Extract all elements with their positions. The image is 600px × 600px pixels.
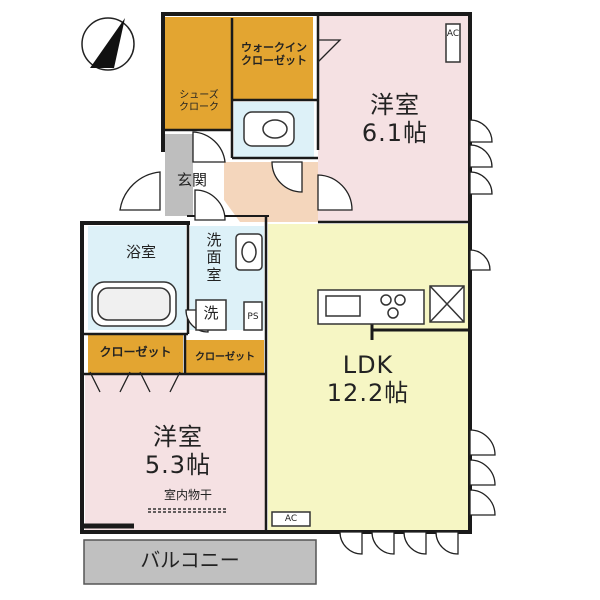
closet-left-area	[88, 335, 183, 373]
shoe-cloak-area	[165, 85, 233, 129]
ps-box	[243, 301, 263, 331]
bedroom2-label: 洋室 5.3帖	[144, 423, 212, 479]
ac-bedroom1-box	[445, 23, 461, 63]
bedroom1-label: 洋室 6.1帖	[361, 91, 429, 147]
washroom-label: 洗 面 室	[206, 231, 222, 284]
bedroom2-area	[85, 375, 267, 530]
windows	[339, 119, 496, 555]
closet-right-area	[186, 340, 264, 375]
bath-label: 浴室	[125, 243, 156, 261]
balcony-label: バルコニー	[140, 548, 240, 572]
fixtures	[91, 23, 465, 527]
closet-left-label: クローゼット	[99, 345, 172, 359]
washer-box	[195, 299, 227, 331]
shoe-cloak-label: シューズ クローク	[179, 90, 219, 113]
entrance-label: 玄関	[176, 171, 207, 189]
ac-ldk-label: AC	[284, 514, 298, 524]
entrance-area	[165, 134, 193, 216]
interior-walls	[84, 14, 470, 534]
ps-label: PS	[247, 312, 259, 322]
indoor-drying-label: 室内物干	[163, 488, 212, 502]
ldk-label: LDK 12.2帖	[326, 351, 410, 407]
washer-label: 洗	[203, 304, 219, 322]
walk-in-closet-label: ウォークイン クローゼット	[241, 41, 307, 67]
ldk-area	[268, 224, 468, 530]
doors	[89, 39, 353, 393]
balcony-area	[83, 539, 317, 585]
north-arrow-icon	[81, 17, 135, 71]
ac-bedroom1-label: AC	[446, 29, 460, 39]
closet-right-label: クローゼット	[195, 352, 255, 363]
hall-area	[224, 162, 318, 222]
ac-ldk-box	[271, 511, 311, 527]
